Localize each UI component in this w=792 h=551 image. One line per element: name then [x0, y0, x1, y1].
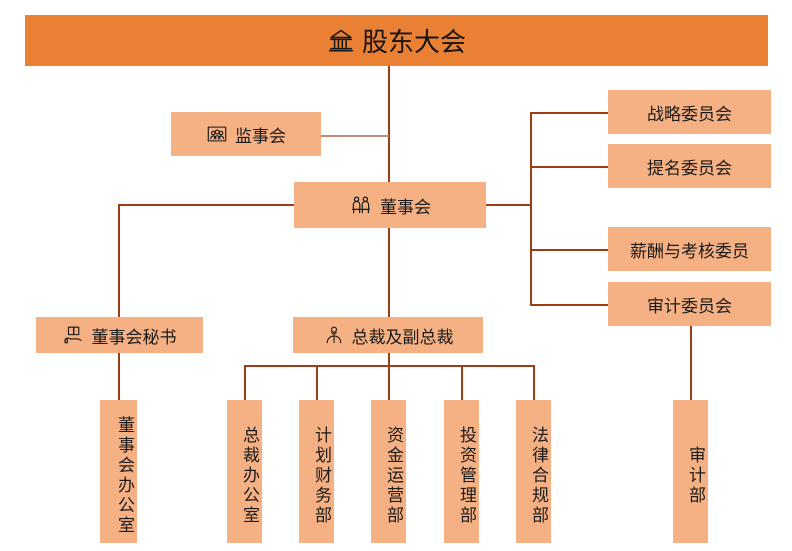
node-label: 投资管理部 — [456, 426, 476, 526]
connector-president-dept-3 — [388, 365, 390, 400]
connector-committee-3 — [530, 249, 609, 251]
node-label: 计划财务部 — [311, 426, 331, 526]
node-label: 总裁办公室 — [239, 426, 259, 526]
node-legal-compliance-department[interactable]: 法律合规部 — [516, 400, 551, 543]
node-label: 董事会秘书 — [91, 327, 177, 348]
connector-board-to-supervisory — [321, 135, 389, 137]
node-president-office[interactable]: 总裁办公室 — [227, 400, 262, 543]
connector-president-dept-1 — [244, 365, 246, 400]
node-label: 总裁及副总裁 — [351, 327, 454, 348]
node-supervisory-board[interactable]: 监事会 — [171, 112, 321, 156]
connector-board-to-secretary-h — [118, 204, 295, 206]
connector-board-to-president — [388, 228, 390, 317]
node-label: 董事会办公室 — [114, 416, 134, 536]
node-label: 提名委员会 — [647, 158, 732, 179]
node-label: 董事会 — [380, 197, 431, 218]
connector-secretary-to-office — [118, 353, 120, 400]
node-label: 战略委员会 — [647, 104, 732, 125]
connector-audit-committee-to-dept — [690, 325, 692, 400]
node-planning-finance-department[interactable]: 计划财务部 — [299, 400, 334, 543]
node-shareholders-meeting[interactable]: 股东大会 — [25, 15, 768, 66]
node-label: 资金运营部 — [383, 426, 403, 526]
connector-committee-4 — [530, 304, 609, 306]
node-strategy-committee[interactable]: 战略委员会 — [608, 90, 771, 134]
node-remuneration-appraisal-committee[interactable]: 薪酬与考核委员 — [608, 227, 771, 271]
connector-president-dept-5 — [533, 365, 535, 400]
connector-president-dept-4 — [461, 365, 463, 400]
node-label: 薪酬与考核委员 — [630, 241, 749, 262]
book-hand-icon — [63, 324, 85, 346]
people-group-frame-icon — [206, 123, 228, 145]
connector-president-stem — [388, 353, 390, 366]
node-investment-management-department[interactable]: 投资管理部 — [444, 400, 479, 543]
node-nomination-committee[interactable]: 提名委员会 — [608, 144, 771, 188]
node-board-secretary[interactable]: 董事会秘书 — [36, 317, 203, 353]
node-audit-committee[interactable]: 审计委员会 — [608, 282, 771, 326]
person-tie-icon — [323, 324, 345, 346]
node-label: 法律合规部 — [528, 426, 548, 526]
seated-people-icon — [349, 193, 373, 217]
node-board-office[interactable]: 董事会办公室 — [100, 400, 137, 543]
connector-board-to-secretary-v — [118, 204, 120, 317]
connector-committee-1 — [530, 112, 609, 114]
connector-committee-bus — [530, 112, 532, 306]
node-label: 监事会 — [235, 126, 286, 147]
node-fund-operation-department[interactable]: 资金运营部 — [371, 400, 406, 543]
connector-president-dept-2 — [316, 365, 318, 400]
node-label: 审计部 — [685, 446, 705, 506]
connector-committee-2 — [530, 166, 609, 168]
node-label: 股东大会 — [361, 28, 466, 58]
node-president-and-vice-presidents[interactable]: 总裁及副总裁 — [293, 317, 483, 353]
node-board-of-directors[interactable]: 董事会 — [294, 182, 486, 228]
bank-building-icon — [327, 27, 355, 55]
connector-header-to-board — [388, 66, 390, 182]
node-audit-department[interactable]: 审计部 — [673, 400, 708, 543]
node-label: 审计委员会 — [647, 296, 732, 317]
connector-board-to-committee-bus — [486, 204, 532, 206]
